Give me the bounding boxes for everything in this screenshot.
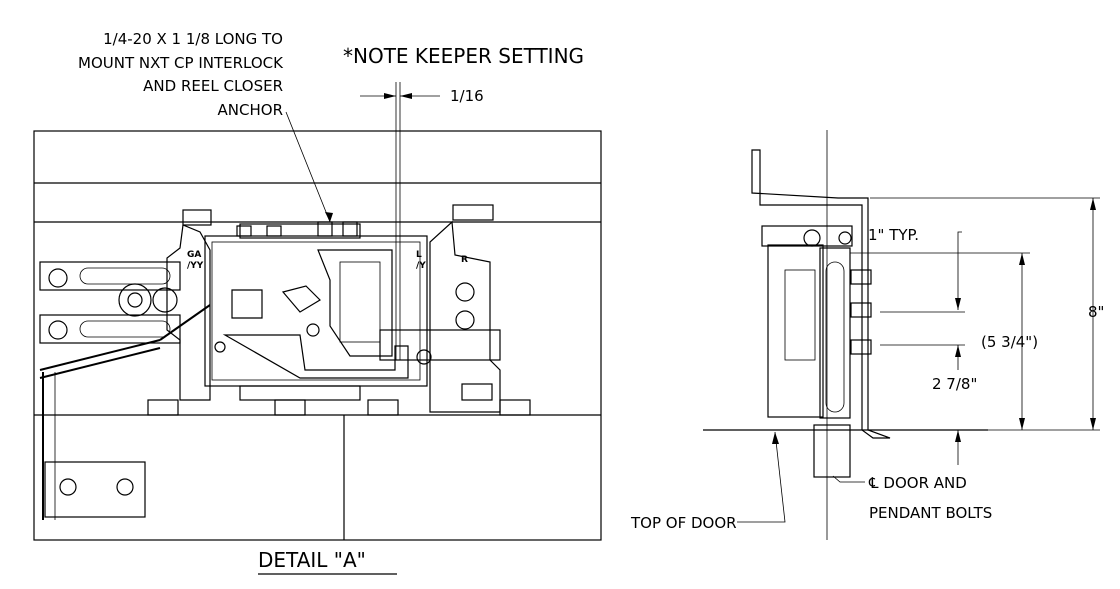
top-of-door-leader bbox=[737, 431, 786, 523]
centerline-label-2: PENDANT BOLTS bbox=[869, 504, 992, 522]
pendant bbox=[813, 424, 851, 478]
hanger-assembly bbox=[767, 244, 824, 418]
pendant-dimension: (5 3/4") bbox=[981, 333, 1038, 351]
keeper-note: *NOTE KEEPER SETTING bbox=[343, 44, 584, 68]
bolt bbox=[48, 268, 68, 288]
typ-dimension: 1" TYP. bbox=[868, 226, 919, 244]
detail-frame bbox=[33, 130, 602, 541]
top-of-door-label: TOP OF DOOR bbox=[630, 514, 737, 532]
keeper-dimension: 1/16 bbox=[450, 87, 484, 105]
section-view bbox=[703, 130, 1100, 540]
left-arm bbox=[39, 261, 181, 291]
svg-text:GA: GA bbox=[187, 250, 201, 260]
bolt-note-line-4: ANCHOR bbox=[218, 101, 283, 119]
bolt-note-line-1: 1/4-20 X 1 1/8 LONG TO bbox=[103, 30, 283, 48]
svg-text:/YY: /YY bbox=[187, 261, 204, 271]
bolt-note-leader bbox=[285, 111, 331, 223]
bolt-note: 1/4-20 X 1 1/8 LONG TO MOUNT NXT CP INTE… bbox=[78, 30, 284, 119]
closer-arm bbox=[39, 339, 161, 371]
right-hanger bbox=[429, 220, 501, 413]
lower-bracket bbox=[44, 461, 146, 518]
interlock-plate bbox=[204, 235, 428, 387]
svg-text:R: R bbox=[461, 255, 468, 265]
centerline-label-1: ℄ DOOR AND bbox=[868, 474, 967, 492]
overall-dimension: 8" bbox=[1088, 303, 1104, 321]
bolt-note-line-3: AND REEL CLOSER bbox=[143, 77, 283, 95]
detail-a-view: GA /YY L /Y R bbox=[33, 130, 602, 541]
keeper bbox=[317, 249, 393, 357]
bolt-note-line-2: MOUNT NXT CP INTERLOCK bbox=[78, 54, 284, 72]
header-angle bbox=[751, 149, 891, 439]
svg-text:/Y: /Y bbox=[416, 261, 426, 271]
bolt-note-arrow bbox=[325, 212, 333, 222]
detail-title: DETAIL "A" bbox=[258, 548, 366, 572]
roller-left bbox=[118, 283, 152, 317]
svg-text:L: L bbox=[416, 250, 422, 260]
offset-dimension: 2 7/8" bbox=[932, 375, 977, 393]
